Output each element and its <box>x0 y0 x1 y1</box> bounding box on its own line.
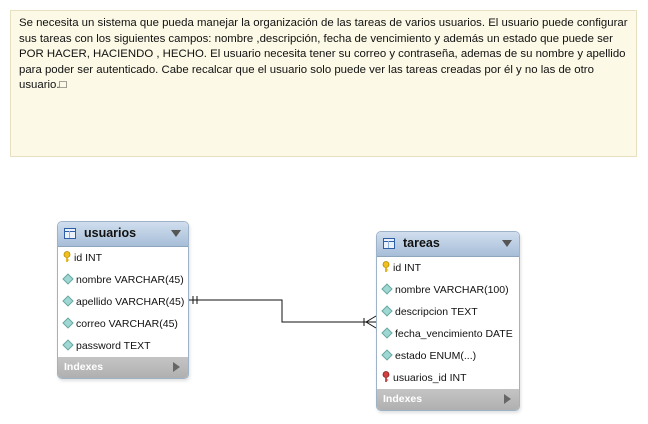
diagram-note: Se necesita un sistema que pueda manejar… <box>10 10 637 157</box>
column-row[interactable]: nombre VARCHAR(100) <box>377 279 519 301</box>
column-icon <box>62 339 74 351</box>
column-icon <box>62 273 74 285</box>
indexes-section[interactable]: Indexes <box>58 357 188 378</box>
table-icon <box>383 238 395 249</box>
foreign-key-icon <box>382 371 390 383</box>
column-icon <box>381 349 393 361</box>
column-row[interactable]: fecha_vencimiento DATE <box>377 323 519 345</box>
column-row[interactable]: estado ENUM(...) <box>377 345 519 367</box>
table-title: tareas <box>403 236 440 250</box>
table-usuarios[interactable]: usuarios id INT nombre VARCHAR(45) apell… <box>57 221 189 379</box>
column-label: usuarios_id INT <box>393 372 467 384</box>
column-icon <box>381 305 393 317</box>
column-icon <box>381 327 393 339</box>
column-label: fecha_vencimiento DATE <box>395 328 513 340</box>
table-icon <box>64 228 76 239</box>
table-header[interactable]: tareas <box>377 232 519 257</box>
column-icon <box>381 283 393 295</box>
column-row[interactable]: apellido VARCHAR(45) <box>58 291 188 313</box>
table-tareas[interactable]: tareas id INT nombre VARCHAR(100) descri… <box>376 231 520 411</box>
column-row[interactable]: descripcion TEXT <box>377 301 519 323</box>
column-label: password TEXT <box>76 340 151 352</box>
column-row[interactable]: password TEXT <box>58 335 188 357</box>
column-row[interactable]: id INT <box>58 247 188 269</box>
expand-triangle-icon[interactable] <box>173 362 180 372</box>
primary-key-icon <box>382 261 390 273</box>
column-icon <box>62 317 74 329</box>
collapse-triangle-icon[interactable] <box>502 240 512 247</box>
table-title: usuarios <box>84 226 137 240</box>
table-header[interactable]: usuarios <box>58 222 188 247</box>
note-text: Se necesita un sistema que pueda manejar… <box>19 17 628 92</box>
indexes-label: Indexes <box>64 361 104 373</box>
column-row[interactable]: id INT <box>377 257 519 279</box>
column-row[interactable]: nombre VARCHAR(45) <box>58 269 188 291</box>
column-label: apellido VARCHAR(45) <box>76 296 185 308</box>
column-row[interactable]: correo VARCHAR(45) <box>58 313 188 335</box>
column-label: nombre VARCHAR(100) <box>395 284 509 296</box>
column-label: id INT <box>393 262 422 274</box>
indexes-label: Indexes <box>383 393 423 405</box>
column-icon <box>62 295 74 307</box>
column-label: correo VARCHAR(45) <box>76 318 178 330</box>
primary-key-icon <box>63 251 71 263</box>
indexes-section[interactable]: Indexes <box>377 389 519 410</box>
column-label: estado ENUM(...) <box>395 350 477 362</box>
crow-foot-bottom <box>365 321 377 329</box>
collapse-triangle-icon[interactable] <box>171 230 181 237</box>
column-label: nombre VARCHAR(45) <box>76 274 184 286</box>
column-row[interactable]: usuarios_id INT <box>377 367 519 389</box>
column-label: descripcion TEXT <box>395 306 478 318</box>
expand-triangle-icon[interactable] <box>504 394 511 404</box>
crow-foot-top <box>365 315 377 323</box>
column-label: id INT <box>74 252 103 264</box>
